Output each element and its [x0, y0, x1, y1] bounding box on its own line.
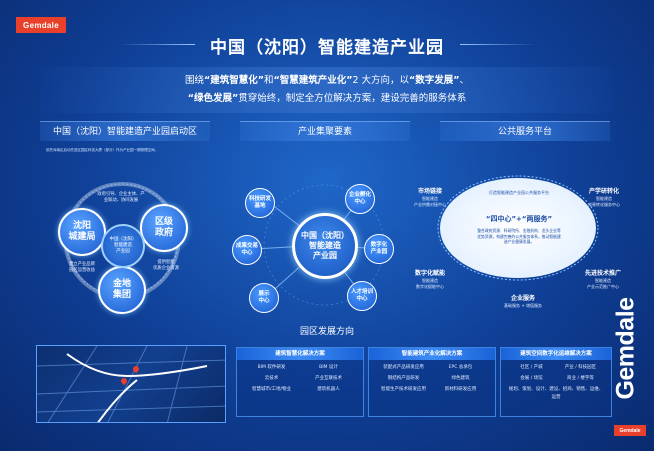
- solution-item: BIM 软件研发: [257, 365, 286, 370]
- solution-item: 社区 / 产城: [520, 365, 543, 370]
- service-promo-label: 先进技术推广: [584, 270, 621, 277]
- service-oval-title: “四中心”+“两服务”: [485, 215, 553, 223]
- cluster-node-trading: 成果交易 中心: [232, 235, 262, 265]
- intro-keyword: “智慧建筑产业化”: [273, 75, 353, 86]
- solution-box-industrialization: 智能建筑产业化解决方案 装配式产品研发应用 EPC 总承包 钢结构产品研发 绿色…: [368, 347, 496, 417]
- service-oval-body: 整合政府资源、科研院所、金融机构、龙头企业等优势资源，构建完善的公共服务体系，推…: [477, 228, 561, 244]
- solution-item: 产业 / 科技园区: [564, 365, 597, 370]
- section-head-startup-zone: 中国（沈阳）智能建造产业园启动区: [40, 121, 210, 141]
- solution-item: 建筑机器人: [317, 387, 340, 392]
- solution-box-digital-ops: 建筑空间数字化运维解决方案 社区 / 产城 产业 / 科技园区 会展 / 场馆 …: [500, 347, 612, 417]
- section-head-service: 公共服务平台: [440, 121, 610, 141]
- solution-box-smart-building: 建筑智慧化解决方案 BIM 软件研发 BIM 设计 云技术 产业互联技术 智慧城…: [236, 347, 364, 417]
- service-oval: [440, 178, 596, 278]
- solution-item: 会展 / 场馆: [520, 376, 543, 381]
- section-head-cluster: 产业集聚要素: [240, 121, 410, 141]
- cluster-node-rd-base: 科技研发 基地: [245, 188, 275, 218]
- solution-item: 新材料研发应用: [444, 387, 477, 392]
- service-digital-label: 数字化赋能: [414, 270, 445, 277]
- page-title: 中国（沈阳）智能建造产业园: [210, 38, 444, 58]
- intro-keyword: “建筑智慧化”: [203, 75, 264, 86]
- solution-item: 智能生产技术研发应用: [381, 387, 426, 392]
- solution-item: BIM 设计: [319, 365, 338, 370]
- triad-center: 中国（沈阳） 智能建造 产业园: [101, 224, 145, 268]
- solution-item: 产业互联技术: [315, 376, 342, 381]
- cluster-node-training: 人才培训 中心: [347, 281, 377, 311]
- cluster-hub: 中国（沈阳） 智能建造 产业园: [292, 213, 358, 279]
- triad-top-text: 政府引导、企业主体、产业联动、协同发展: [97, 192, 145, 203]
- solution-head: 智能建筑产业化解决方案: [369, 348, 495, 360]
- solution-item: EPC 总承包: [448, 365, 473, 370]
- service-transfer-label: 产学研转化: [588, 188, 619, 195]
- service-oval-ring-text: 打造智能建造产业园公共服务平台: [489, 190, 549, 195]
- intro-keyword: “数字发展”: [409, 75, 460, 86]
- intro-text: 和: [263, 75, 274, 86]
- brand-vertical: Gemdale: [611, 288, 641, 408]
- brand-logo-bottom: Gemdale: [614, 425, 646, 436]
- triad-right-text: 提供智能 优质企业资源: [153, 260, 179, 271]
- solution-head: 建筑智慧化解决方案: [237, 348, 363, 360]
- service-market-label: 市场链接: [417, 188, 442, 195]
- service-enterprise-label: 企业服务: [510, 295, 535, 302]
- solution-head: 建筑空间数字化运维解决方案: [501, 348, 611, 360]
- service-market-sub: 智能建造 产业供需对接中心: [414, 196, 446, 207]
- solution-item: 商业 / 楼宇等: [567, 376, 594, 381]
- solution-item: 规划、策划、设计、建设、招商、销售、运维、运营: [508, 387, 604, 400]
- map-roads: [37, 346, 225, 422]
- service-enterprise-sub: 基础服务 + 增值服务: [504, 303, 542, 308]
- service-orbit: [437, 175, 599, 281]
- park-direction-title: 园区发展方向: [299, 327, 354, 337]
- service-digital-sub: 智能建造 数字化赋能中心: [416, 278, 444, 289]
- intro-text: 贯穿始终，制定全方位解决方案，建设完善的服务体系: [238, 93, 467, 104]
- intro-text: 、: [459, 75, 470, 86]
- cluster-node-digital-park: 数字化 产业园: [364, 234, 394, 264]
- service-promo-sub: 智能建造 产业示范推广中心: [587, 278, 619, 289]
- solution-item: 智慧城市/工地/物业: [251, 387, 292, 392]
- intro-keyword: “绿色发展”: [187, 93, 239, 104]
- solution-item: 绿色建筑: [451, 376, 470, 381]
- triad-node-gemdale: 金地 集团: [98, 266, 146, 314]
- cluster-node-showroom: 展示 中心: [249, 283, 279, 313]
- park-map: [36, 345, 226, 423]
- triad-left-text: 建立产业品牌 园区运营收益: [69, 262, 95, 273]
- solution-item: 装配式产品研发应用: [383, 365, 424, 370]
- startup-zone-note: 依托浑南区启动先进区园区科技大厦（部分）作为产业园一期物理空间。: [46, 148, 158, 152]
- cluster-node-incubator: 企业孵化 中心: [345, 184, 375, 214]
- service-transfer-sub: 智能建造 成果转化服务中心: [588, 196, 620, 207]
- solution-item: 钢结构产品研发: [387, 376, 420, 381]
- title-decor-left: [120, 44, 195, 45]
- solution-item: 云技术: [264, 376, 279, 381]
- intro-banner: 围绕“建筑智慧化”和“智慧建筑产业化”2 大方向，以“数字发展”、 “绿色发展”…: [40, 67, 614, 113]
- title-decor-right: [460, 44, 535, 45]
- triad-node-shenyang: 沈阳 城建局: [58, 208, 106, 256]
- brand-vertical-text: Gemdale: [611, 296, 640, 400]
- intro-text: 2 大方向，以: [352, 75, 410, 86]
- triad-node-district: 区级 政府: [140, 204, 188, 252]
- intro-text: 围绕: [184, 75, 204, 86]
- brand-logo: Gemdale: [16, 17, 66, 33]
